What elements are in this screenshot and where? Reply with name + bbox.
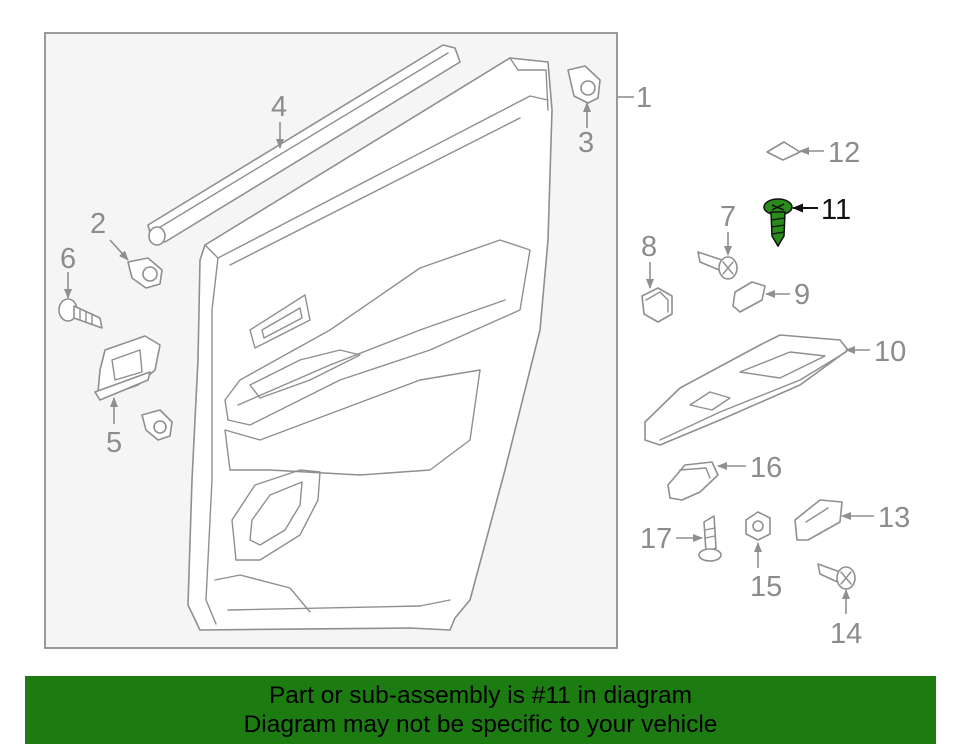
callout-14: 14 [830,618,862,650]
callout-13: 13 [878,502,910,534]
callout-15: 15 [750,571,782,603]
screw-part-7 [697,251,738,280]
callout-3: 3 [578,127,594,159]
callout-4: 4 [271,91,287,123]
callout-16: 16 [750,452,782,484]
callout-9: 9 [794,279,810,311]
callout-1: 1 [636,82,652,114]
bracket-part-5 [94,335,161,401]
leader-lines [64,96,874,614]
clip-part-12 [766,141,801,161]
door-trim-panel [187,57,553,631]
clip-part-3 [567,65,601,104]
callout-7: 7 [720,201,736,233]
belt-molding [147,44,461,246]
callout-5: 5 [106,427,122,459]
nut-part-8 [641,287,673,323]
switch-part-16 [667,461,719,501]
banner-line-1: Part or sub-assembly is #11 in diagram [268,682,693,709]
screw-part-11 [763,198,793,248]
callout-12: 12 [828,137,860,169]
clip-part-5b [141,409,173,441]
callout-17: 17 [640,523,672,555]
bracket-part-13 [794,499,843,541]
nut-part-15 [745,511,771,541]
armrest-part-10 [644,334,849,446]
parts-diagram: 1 2 3 4 5 6 7 8 9 10 11 12 13 14 15 16 1… [44,32,910,650]
clip-part-2 [127,257,163,289]
callout-2: 2 [90,208,106,240]
callout-11: 11 [821,194,851,226]
callout-10: 10 [874,336,906,368]
screw-part-14 [817,563,856,590]
callout-8: 8 [641,231,657,263]
callout-6: 6 [60,243,76,275]
pin-part-17 [698,515,722,562]
info-banner: Part or sub-assembly is #11 in diagram D… [25,676,936,744]
clip-part-9 [732,281,766,313]
banner-line-2: Diagram may not be specific to your vehi… [243,711,718,738]
screw-part-6 [58,298,103,329]
